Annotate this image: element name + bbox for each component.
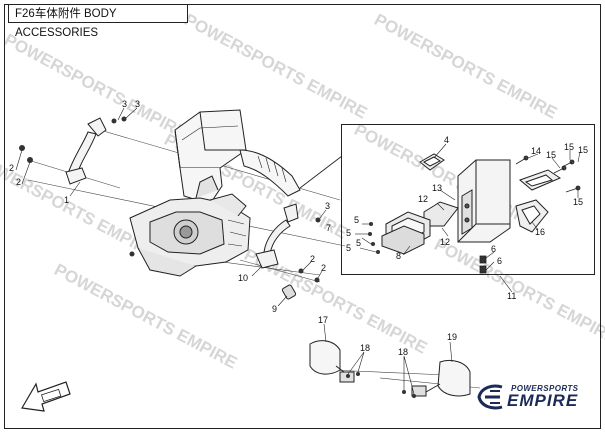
bolt-9	[281, 284, 297, 300]
small-fasteners	[129, 217, 321, 283]
callout-label: 15	[578, 145, 589, 155]
callout-label: 5	[346, 243, 352, 253]
filter-box-11	[457, 159, 511, 243]
callout-label: 16	[535, 227, 546, 237]
bracket-1	[65, 117, 107, 185]
screws-14-15	[515, 155, 581, 193]
callout-label: 15	[573, 197, 584, 207]
bracket-10	[255, 203, 299, 269]
screws-18	[346, 372, 416, 398]
detail-box	[341, 124, 595, 275]
mirror-19	[411, 359, 471, 397]
callout-label: 3	[325, 201, 331, 211]
callout-label: 19	[447, 332, 458, 342]
callout-label: 6	[497, 256, 503, 266]
callout-label: 8	[396, 251, 402, 261]
callout-label: 15	[546, 150, 557, 160]
callout-label: 3	[122, 99, 128, 109]
callout-label: 11	[507, 291, 517, 301]
callout-label: 2	[310, 254, 316, 264]
callout-label: 18	[360, 343, 371, 353]
air-filter-housing	[174, 109, 301, 205]
callout-label: 12	[440, 237, 451, 247]
callout-label: 7	[326, 223, 332, 233]
callout-label: 2	[321, 263, 327, 273]
latch-15-16	[515, 169, 562, 233]
callout-label: 18	[398, 347, 409, 357]
callout-label: 4	[444, 135, 450, 145]
empire-logo-icon	[477, 384, 503, 410]
filter-element-12	[381, 201, 459, 255]
callout-label: 9	[272, 304, 278, 314]
callout-label: 1	[64, 195, 70, 205]
callout-label: 10	[238, 273, 249, 283]
brand-tagline: POWERSPORTS	[511, 384, 579, 393]
callout-label: 17	[318, 315, 329, 325]
callout-label: 2	[9, 163, 15, 173]
direction-arrow-icon	[21, 381, 71, 412]
frame-border	[4, 4, 601, 429]
callout-label: 15	[564, 142, 575, 152]
callout-label: 12	[418, 194, 429, 204]
leader-line	[299, 155, 343, 189]
clips-6	[479, 255, 487, 274]
callout-leaders	[15, 107, 581, 395]
callout-label: 5	[356, 238, 362, 248]
bolt-left	[19, 116, 127, 163]
callout-label: 2	[16, 177, 22, 187]
engine-assembly	[129, 175, 251, 277]
page-title: F26车体附件 BODY ACCESSORIES	[8, 4, 188, 39]
callout-label: 3	[135, 99, 141, 109]
callout-label: 5	[346, 228, 352, 238]
callout-label: 5	[354, 215, 360, 225]
grommet-4	[419, 153, 445, 171]
brand-name: EMPIRE	[507, 391, 579, 410]
callout-label: 14	[531, 146, 542, 156]
callout-label: 6	[491, 244, 497, 254]
screws-5	[368, 222, 380, 254]
callout-label: 13	[432, 183, 443, 193]
